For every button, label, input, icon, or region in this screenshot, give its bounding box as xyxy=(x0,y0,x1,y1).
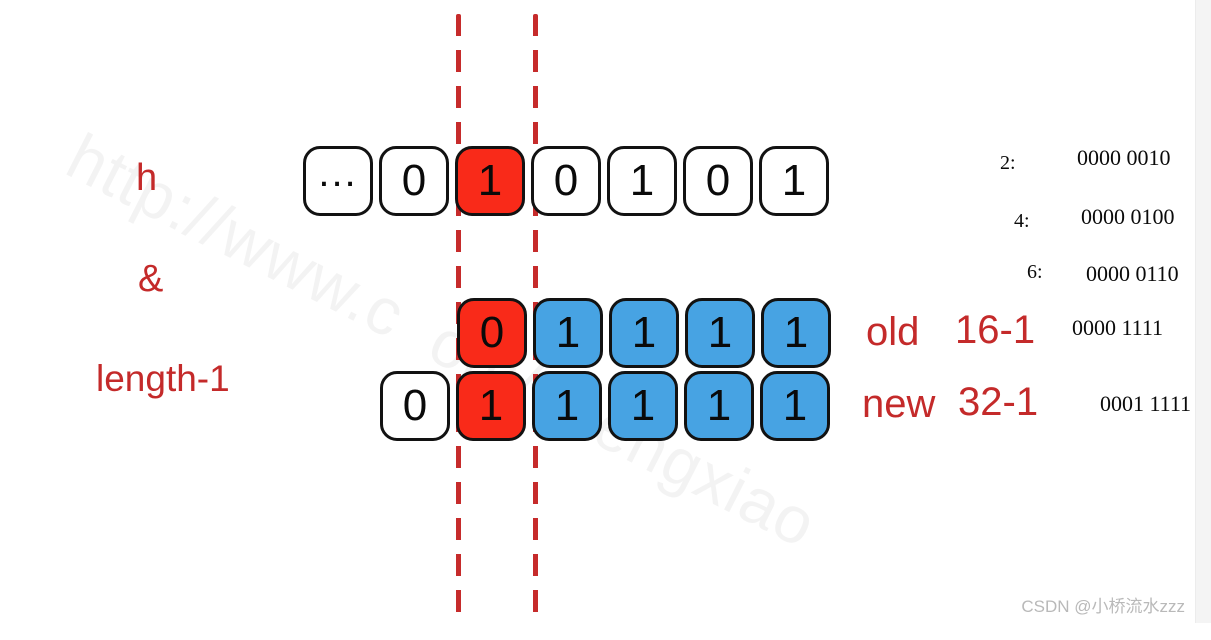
note-key-6: 6: xyxy=(1027,261,1043,283)
note-binary-6: 0000 0110 xyxy=(1086,261,1179,286)
label-old-capacity: 16-1 xyxy=(955,308,1036,352)
bit-cell: 0 xyxy=(380,371,450,441)
note-binary-old-mask: 0000 1111 xyxy=(1072,315,1164,340)
bit-cell-mask: 1 xyxy=(760,371,830,441)
note-key-2: 2: xyxy=(1000,152,1016,174)
bit-cell: 1 xyxy=(607,146,677,216)
label-old: old xyxy=(866,310,920,354)
bit-cell: 0 xyxy=(531,146,601,216)
label-new: new xyxy=(862,382,936,426)
bit-row-old-mask: 0 1 1 1 1 xyxy=(457,298,837,368)
bit-cell: 1 xyxy=(759,146,829,216)
csdn-attribution: CSDN @小桥流水zzz xyxy=(1021,597,1185,616)
bit-cell-mask: 1 xyxy=(685,298,755,368)
bit-cell-mask: 1 xyxy=(609,298,679,368)
bit-cell: ... xyxy=(303,146,373,216)
bit-row-new-mask: 0 1 1 1 1 1 xyxy=(380,371,836,441)
label-new-capacity: 32-1 xyxy=(958,380,1039,424)
note-binary-new-mask: 0001 1111 xyxy=(1100,391,1192,416)
bit-cell-highlight: 1 xyxy=(455,146,525,216)
bit-cell-highlight: 1 xyxy=(456,371,526,441)
bit-cell-mask: 1 xyxy=(533,298,603,368)
bit-cell-mask: 1 xyxy=(532,371,602,441)
label-length-minus-1: length-1 xyxy=(96,358,230,399)
bit-cell-mask: 1 xyxy=(608,371,678,441)
diagram-canvas: http://www.c om/chengxiao h & length-1 .… xyxy=(55,0,1211,623)
bit-cell: 0 xyxy=(683,146,753,216)
page-edge-strip xyxy=(1195,0,1211,623)
bit-cell-mask: 1 xyxy=(761,298,831,368)
bit-cell: 0 xyxy=(379,146,449,216)
note-key-4: 4: xyxy=(1014,210,1030,232)
note-binary-4: 0000 0100 xyxy=(1081,204,1175,229)
label-h: h xyxy=(136,157,158,199)
bit-cell-highlight: 0 xyxy=(457,298,527,368)
bit-row-h: ... 0 1 0 1 0 1 xyxy=(303,146,835,216)
note-binary-2: 0000 0010 xyxy=(1077,145,1171,170)
label-and-operator: & xyxy=(138,258,164,300)
bit-cell-mask: 1 xyxy=(684,371,754,441)
